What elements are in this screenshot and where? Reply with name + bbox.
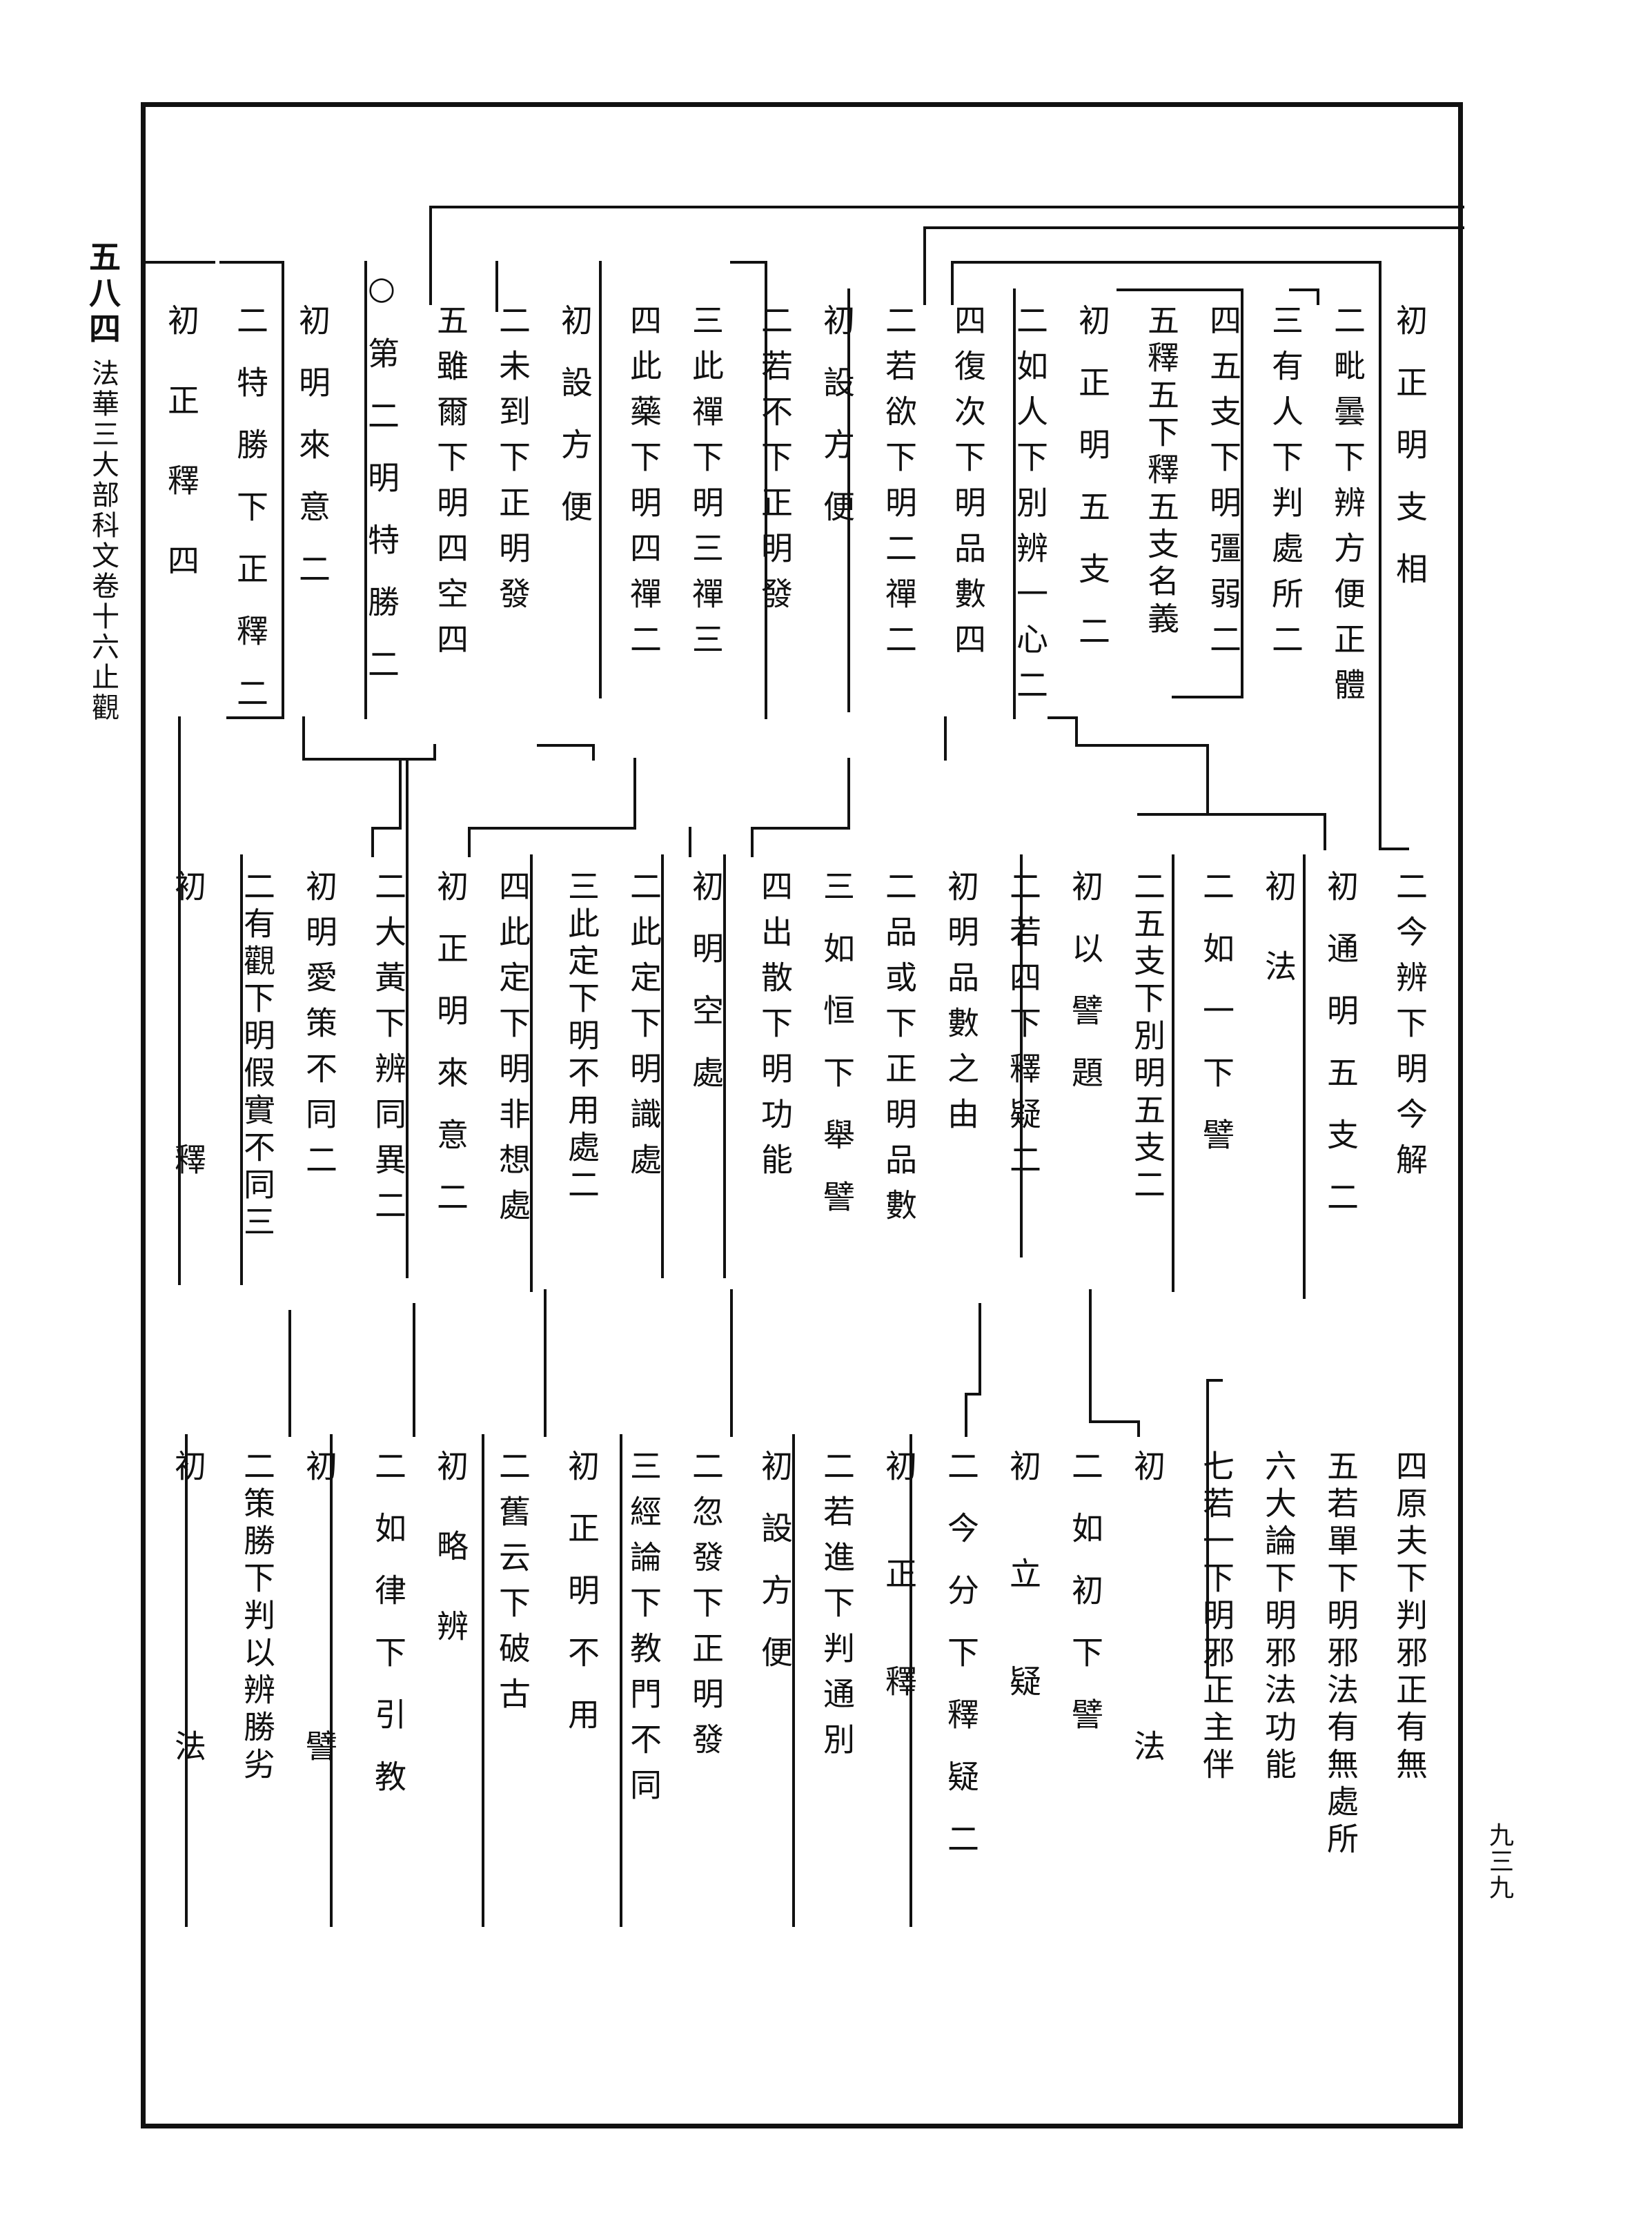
outline-item: 初正釋四 bbox=[163, 304, 200, 624]
page-number-header: 五八四 bbox=[84, 240, 121, 348]
outline-item: 初明來意二 bbox=[294, 304, 331, 614]
outline-item: 四五支下明彊弱二 bbox=[1205, 304, 1242, 668]
outline-item: 三如恒下舉譬 bbox=[818, 870, 856, 1242]
outline-item: 三此禪下明三禪三 bbox=[687, 304, 725, 668]
outline-item: 初明空處 bbox=[687, 870, 725, 1118]
outline-item: 二如人下別辨一心二 bbox=[1012, 304, 1049, 714]
outline-item: 二如律下引教 bbox=[370, 1449, 407, 1822]
outline-item: 二舊云下破古 bbox=[494, 1449, 531, 1723]
outline-item: 初正明不用 bbox=[563, 1449, 600, 1760]
outline-item: 五雖爾下明四空四 bbox=[432, 304, 469, 668]
outline-item: 二大黃下辨同異二 bbox=[370, 870, 407, 1234]
outline-item: 二未到下正明發 bbox=[494, 304, 531, 623]
outline-item: 二若欲下明二禪二 bbox=[881, 304, 918, 668]
outline-item: 二此定下明識處 bbox=[625, 870, 662, 1188]
outline-item: 二策勝下判以辨勝劣 bbox=[239, 1449, 276, 1785]
outline-item: 初以譬題 bbox=[1067, 870, 1104, 1118]
outline-item: 三經論下教門不同 bbox=[625, 1449, 662, 1814]
outline-item: 二若進下判通別 bbox=[818, 1449, 856, 1768]
outline-item: 五釋五下釋五支名義 bbox=[1143, 304, 1180, 639]
outline-item: 初設方便 bbox=[556, 304, 593, 552]
outline-item: 初設方便 bbox=[756, 1449, 794, 1698]
outline-item: 二五支下別明五支二 bbox=[1129, 870, 1166, 1205]
folio-number: 九三九 bbox=[1485, 1822, 1513, 1901]
outline-item: 二忽發下正明發 bbox=[687, 1449, 725, 1768]
outline-item: 初法 bbox=[170, 1449, 207, 2010]
outline-item: 三此定下明不用處二 bbox=[563, 870, 600, 1205]
outline-item: 初法 bbox=[1260, 870, 1297, 1030]
outline-item: 初立疑 bbox=[1005, 1449, 1042, 1772]
outline-item: 初設方便 bbox=[818, 304, 856, 552]
outline-item: ○第二明特勝二 bbox=[363, 269, 400, 709]
page-frame bbox=[141, 102, 1463, 2128]
outline-item: 初正明支相 bbox=[1391, 304, 1428, 614]
outline-item: 三有人下判處所二 bbox=[1267, 304, 1304, 668]
outline-item: 初釋 bbox=[170, 870, 207, 1416]
outline-item: 四原夫下判邪正有無 bbox=[1391, 1449, 1428, 1785]
outline-item: 初正明來意二 bbox=[432, 870, 469, 1242]
outline-item: 二如初下譬 bbox=[1067, 1449, 1104, 1760]
outline-item: 七若一下明邪正主伴 bbox=[1198, 1449, 1235, 1785]
volume-title: 法華三大部科文卷十六止觀 bbox=[87, 359, 119, 723]
outline-item: 初通明五支二 bbox=[1322, 870, 1359, 1242]
outline-item: 五若單下明邪法有無處所 bbox=[1322, 1449, 1359, 1859]
outline-item: 初法 bbox=[1129, 1449, 1166, 2010]
outline-item: 四復次下明品數四 bbox=[950, 304, 987, 668]
outline-item: 二若不下正明發 bbox=[756, 304, 794, 623]
outline-item: 二如一下譬 bbox=[1198, 870, 1235, 1180]
outline-item: 二品或下正明品數 bbox=[881, 870, 918, 1234]
outline-item: 二有觀下明假實不同三 bbox=[239, 870, 276, 1242]
outline-item: 二今分下釋疑二 bbox=[943, 1449, 980, 1884]
outline-item: 四此藥下明四禪二 bbox=[625, 304, 662, 668]
outline-item: 二今辨下明今解 bbox=[1391, 870, 1428, 1188]
outline-item: 四出散下明功能 bbox=[756, 870, 794, 1188]
outline-item: 二若四下釋疑二 bbox=[1005, 870, 1042, 1188]
outline-item: 初明品數之由 bbox=[943, 870, 980, 1143]
outline-item: 六大論下明邪法功能 bbox=[1260, 1449, 1297, 1785]
outline-item: 二特勝下正釋二 bbox=[232, 304, 269, 738]
outline-item: 初譬 bbox=[301, 1449, 338, 2010]
outline-item: 初明愛策不同二 bbox=[301, 870, 338, 1188]
outline-item: 四此定下明非想處 bbox=[494, 870, 531, 1234]
outline-item: 初正明五支二 bbox=[1074, 304, 1111, 676]
outline-item: 初略辨 bbox=[432, 1449, 469, 1690]
outline-item: 初正釋 bbox=[881, 1449, 918, 1772]
outline-item: 二毗曇下辨方便正體 bbox=[1329, 304, 1366, 714]
